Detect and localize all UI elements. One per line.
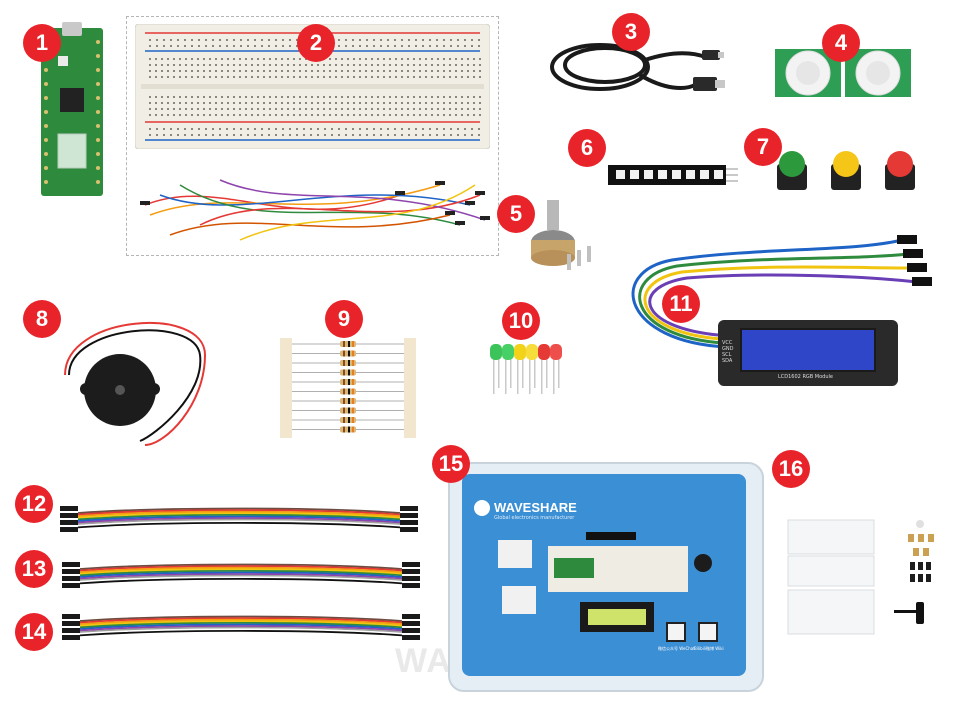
case-pico xyxy=(554,558,594,578)
case-pir-slot-1 xyxy=(498,540,532,568)
push-buttons-image xyxy=(777,151,915,190)
case-qr-label-1: 微信公众号 WeChat xyxy=(658,646,695,651)
acrylic-kit-image xyxy=(787,519,934,635)
badge-11: 11 xyxy=(662,285,700,323)
badge-8: 8 xyxy=(23,300,61,338)
pir-sensors-image xyxy=(775,49,911,97)
lcd-pin-labels: VCC GND SCL SDA xyxy=(722,340,733,364)
badge-7: 7 xyxy=(744,128,782,166)
badge-2: 2 xyxy=(297,24,335,62)
potentiometer-image xyxy=(531,200,591,270)
lcd-module: VCC GND SCL SDA LCD1602 RGB Module xyxy=(718,320,898,386)
badge-4: 4 xyxy=(822,24,860,62)
case-pir-slot-2 xyxy=(502,586,536,614)
case-qr-1 xyxy=(666,622,686,642)
badge-10: 10 xyxy=(502,302,540,340)
case-led-strip xyxy=(586,532,636,540)
jumper-wires-image xyxy=(140,179,490,241)
case-logo-text: WAVESHARE xyxy=(494,500,577,515)
breadboard-image xyxy=(135,24,490,149)
case-lcd-screen xyxy=(588,609,646,625)
case-qr-label-2: Bilibili微博 Wiki xyxy=(694,646,724,651)
lcd-pin-gnd: GND xyxy=(722,346,734,352)
lcd-pin-scl: SCL xyxy=(722,352,732,358)
kit-case-panel: WAVESHARE Global electronics manufacture… xyxy=(462,474,746,676)
resistors-image xyxy=(280,338,416,438)
badge-1: 1 xyxy=(23,24,61,62)
usb-cable-image xyxy=(550,43,725,91)
lcd-pin-vcc: VCC xyxy=(722,340,733,346)
badge-15: 15 xyxy=(432,445,470,483)
buzzer-image xyxy=(64,321,207,446)
breadboard-frame xyxy=(126,16,499,256)
case-logo-sub: Global electronics manufacturer xyxy=(494,515,575,521)
badge-16: 16 xyxy=(772,450,810,488)
case-qr-2 xyxy=(698,622,718,642)
rainbow-cable-13-image xyxy=(62,562,420,588)
lcd-screen xyxy=(740,328,876,372)
badge-3: 3 xyxy=(612,13,650,51)
badge-13: 13 xyxy=(15,550,53,588)
case-lcd xyxy=(580,602,654,632)
badge-5: 5 xyxy=(497,195,535,233)
badge-14: 14 xyxy=(15,613,53,651)
rainbow-cable-14-image xyxy=(62,614,420,640)
lcd-cable-image xyxy=(631,235,932,349)
pico-board-image xyxy=(41,22,103,196)
rainbow-cable-12-image xyxy=(60,506,418,532)
lcd-caption: LCD1602 RGB Module xyxy=(778,374,833,380)
badge-9: 9 xyxy=(325,300,363,338)
lcd-pin-sda: SDA xyxy=(722,358,733,364)
badge-12: 12 xyxy=(15,485,53,523)
kit-case: WAVESHARE Global electronics manufacture… xyxy=(448,462,764,692)
case-buzzer xyxy=(694,554,712,572)
leds-image xyxy=(490,344,562,394)
rgb-led-strip-image xyxy=(608,165,738,185)
case-logo-mark xyxy=(474,500,490,516)
badge-6: 6 xyxy=(568,129,606,167)
